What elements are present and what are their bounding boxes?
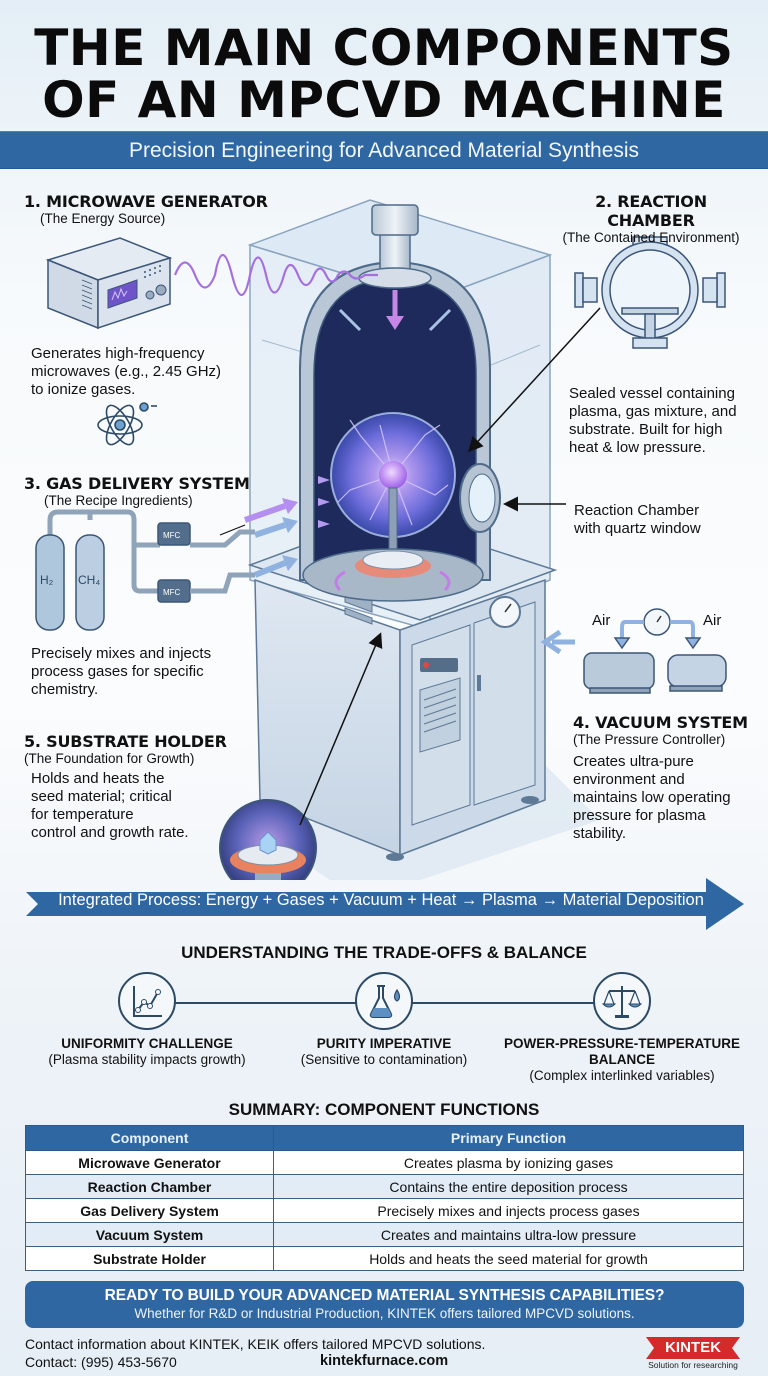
summary-heading: SUMMARY: COMPONENT FUNCTIONS (228, 1100, 540, 1119)
vacuum-pumps-illustration (583, 608, 727, 694)
microwave-wave (173, 253, 378, 297)
mpcvd-machine-illustration: MFC MFC H₂ CH₄ (35, 199, 727, 880)
cta-subtitle: Whether for R&D or Industrial Production… (134, 1306, 635, 1321)
atom-icon (97, 402, 157, 446)
table-header-row: Component Primary Function (25, 1125, 744, 1151)
table-row: Gas Delivery System Precisely mixes and … (25, 1198, 744, 1223)
svg-text:H₂: H₂ (40, 573, 54, 587)
table-row: Reaction Chamber Contains the entire dep… (25, 1174, 744, 1199)
svg-text:MFC: MFC (163, 588, 181, 597)
flask-droplet-icon (355, 972, 413, 1030)
component-vacuum-system: 4. VACUUM SYSTEM (The Pressure Controlle… (573, 713, 748, 747)
subtitle-bar: Precision Engineering for Advanced Mater… (0, 131, 768, 169)
svg-text:CH₄: CH₄ (78, 573, 100, 587)
microwave-description: Generates high-frequency microwaves (e.g… (31, 345, 222, 398)
substrate-zoom-circle (219, 799, 317, 880)
component-gas-delivery: 3. GAS DELIVERY SYSTEM (The Recipe Ingre… (24, 474, 250, 508)
chamber-title: 2. REACTION CHAMBER (595, 192, 707, 230)
chamber-description: Sealed vessel containing plasma, gas mix… (569, 385, 737, 456)
component-reaction-chamber: 2. REACTION CHAMBER (The Contained Envir… (551, 192, 751, 245)
component-microwave-generator: 1. MICROWAVE GENERATOR (The Energy Sourc… (24, 192, 268, 226)
line-chart-icon (118, 972, 176, 1030)
call-to-action-banner: READY TO BUILD YOUR ADVANCED MATERIAL SY… (25, 1281, 744, 1328)
balance-scale-icon (593, 972, 651, 1030)
logo-text: KINTEK (665, 1339, 721, 1356)
footer-info: Contact information about KINTEK, KEIK o… (25, 1336, 486, 1352)
banner-arrow-shape (26, 878, 744, 930)
vacuum-subtitle: (The Pressure Controller) (573, 732, 726, 747)
reaction-chamber-cross-icon (574, 236, 726, 349)
gas-title: 3. GAS DELIVERY SYSTEM (24, 474, 250, 493)
substrate-description: Holds and heats the seed material; criti… (31, 770, 189, 841)
vacuum-title: 4. VACUUM SYSTEM (573, 713, 748, 732)
page-title: THE MAIN COMPONENTS OF AN MPCVD MACHINE (0, 22, 768, 126)
column-header-component: Component (25, 1125, 274, 1151)
microwave-subtitle: (The Energy Source) (40, 211, 166, 226)
kintek-logo: KINTEK (646, 1337, 740, 1359)
logo-tagline: Solution for researching (648, 1360, 738, 1370)
subtitle-text: Precision Engineering for Advanced Mater… (128, 139, 640, 162)
chamber-subtitle: (The Contained Environment) (562, 230, 740, 245)
tradeoffs-heading: UNDERSTANDING THE TRADE-OFFS & BALANCE (181, 943, 587, 962)
tradeoff-balance: POWER-PRESSURE-TEMPERATURE BALANCE (Comp… (497, 972, 747, 1084)
svg-text:MFC: MFC (163, 531, 181, 540)
gas-delivery-illustration: MFC MFC H₂ CH₄ (35, 509, 255, 631)
footer-website-link[interactable]: kintekfurnace.com (320, 1353, 449, 1369)
table-row: Vacuum System Creates and maintains ultr… (25, 1222, 744, 1247)
integrated-process-banner: Integrated Process: Energy + Gases + Vac… (16, 876, 744, 932)
gas-inlet-arrows (219, 498, 298, 578)
title-line-2: OF AN MPCVD MACHINE (42, 71, 726, 129)
air-label-left: Air (592, 612, 611, 629)
air-label-right: Air (703, 612, 722, 629)
gas-description: Precisely mixes and injects process gase… (31, 645, 212, 698)
vacuum-arrow (540, 629, 575, 655)
process-text: Integrated Process: Energy + Gases + Vac… (58, 891, 704, 909)
table-row: Substrate Holder Holds and heats the see… (25, 1246, 744, 1271)
microwave-generator-device (45, 237, 173, 330)
substrate-subtitle: (The Foundation for Growth) (24, 751, 195, 766)
vacuum-description: Creates ultra-pure environment and maint… (573, 753, 731, 842)
column-header-function: Primary Function (273, 1125, 744, 1151)
tradeoff-purity: PURITY IMPERATIVE (Sensitive to contamin… (259, 972, 509, 1068)
summary-table: Component Primary Function Microwave Gen… (25, 1125, 744, 1271)
tradeoff-uniformity: UNIFORMITY CHALLENGE (Plasma stability i… (22, 972, 272, 1068)
title-line-1: THE MAIN COMPONENTS (34, 19, 734, 77)
microwave-title: 1. MICROWAVE GENERATOR (24, 192, 268, 211)
cta-title: READY TO BUILD YOUR ADVANCED MATERIAL SY… (104, 1287, 665, 1304)
component-substrate-holder: 5. SUBSTRATE HOLDER (The Foundation for … (24, 732, 227, 766)
reaction-chamber-vessel (299, 204, 501, 602)
substrate-title: 5. SUBSTRATE HOLDER (24, 732, 227, 751)
footer-contact-phone: Contact: (995) 453-5670 (25, 1354, 177, 1370)
quartz-window-callout: Reaction Chamber with quartz window (574, 502, 701, 537)
table-row: Microwave Generator Creates plasma by io… (25, 1150, 744, 1175)
gas-subtitle: (The Recipe Ingredients) (44, 493, 193, 508)
